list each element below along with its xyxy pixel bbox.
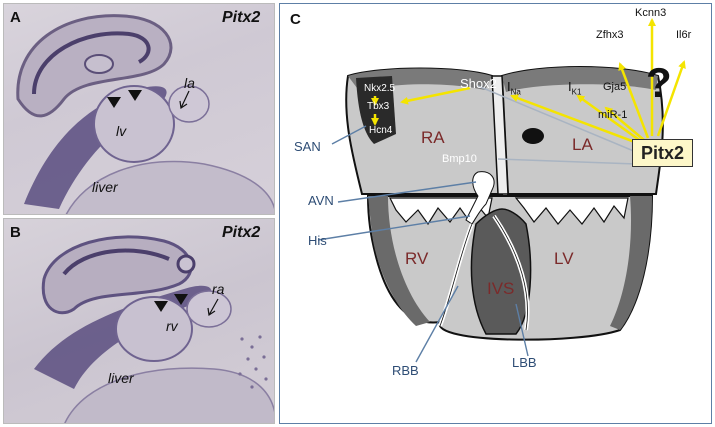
conduction-pointer-lines xyxy=(317,125,529,363)
unknown-targets-question-mark: ? xyxy=(646,59,672,106)
panel-a-liver-region xyxy=(65,160,274,214)
label-his: His xyxy=(308,233,327,248)
panel-a-label-lv: lv xyxy=(116,123,127,139)
label-ik1: IK1 xyxy=(568,79,582,97)
panel-b-label-rv: rv xyxy=(166,318,178,334)
label-zfhx3: Zfhx3 xyxy=(596,29,624,41)
panel-a-brain-stain xyxy=(32,31,151,95)
label-right-atrium: RA xyxy=(421,128,445,147)
mitral-valve-band xyxy=(514,197,629,225)
panel-a-section-image: A Pitx2 la lv liver xyxy=(3,3,275,215)
panel-b-ra-arrow xyxy=(208,298,219,316)
label-tbx3: Tbx3 xyxy=(367,101,390,112)
label-nkx25: Nkx2.5 xyxy=(364,83,396,94)
panel-b-label-liver: liver xyxy=(108,370,134,386)
right-ventricle-wall xyxy=(368,196,430,326)
label-ina: INa xyxy=(507,79,521,97)
panel-a-cavity xyxy=(84,54,114,74)
panel-b-letter: B xyxy=(10,224,21,241)
sinoatrial-node-region xyxy=(356,76,396,144)
panel-b-ventricle xyxy=(115,296,193,362)
label-kcnn3: Kcnn3 xyxy=(635,7,667,19)
panel-c-heart-diagram: C RA LA RV LV IVS SAN AVN His RBB LBB Nk… xyxy=(279,3,712,424)
panel-b-gene-title: Pitx2 xyxy=(222,224,261,241)
panel-a-la-arrow xyxy=(180,90,190,109)
left-atrium-oval xyxy=(522,128,544,144)
panel-b-tissue-drawing xyxy=(34,235,274,423)
panel-c-letter: C xyxy=(290,11,301,28)
label-right-ventricle: RV xyxy=(405,249,429,268)
label-left-ventricle: LV xyxy=(554,249,574,268)
panel-a-gene-title: Pitx2 xyxy=(222,9,261,26)
pitx2-gene-box: Pitx2 xyxy=(632,139,694,167)
panel-b-liver-region xyxy=(64,367,274,423)
gene-pointer-lines xyxy=(477,85,637,165)
interatrial-septum xyxy=(491,75,509,195)
label-rbb: RBB xyxy=(392,363,419,378)
label-avn: AVN xyxy=(308,193,334,208)
panel-b-arrowhead-left xyxy=(154,301,168,312)
panel-b-label-ra: ra xyxy=(212,281,225,297)
label-gja5: Gja5 xyxy=(603,81,627,93)
label-interventricular-septum: IVS xyxy=(487,279,515,298)
left-atrium-roof xyxy=(502,67,658,92)
panel-a-label-liver: liver xyxy=(92,179,118,195)
label-shox2: Shox2 xyxy=(460,76,497,91)
panel-b-arrowhead-right xyxy=(174,294,188,305)
label-left-atrium: LA xyxy=(572,135,593,154)
panel-a-arrowhead-right xyxy=(128,90,142,101)
panel-b-atrium xyxy=(186,290,232,328)
panel-b-dotted-tissue xyxy=(238,335,268,389)
left-ventricle-wall xyxy=(610,196,652,330)
panel-a-letter: A xyxy=(10,9,21,26)
label-lbb: LBB xyxy=(512,355,537,370)
pitx2-target-arrows xyxy=(510,18,686,146)
label-san: SAN xyxy=(294,139,321,154)
panel-a-atrium xyxy=(168,85,210,123)
panel-a-label-la: la xyxy=(184,75,195,91)
label-bmp10: Bmp10 xyxy=(442,153,477,165)
panel-b-section-image: B Pitx2 ra rv liver xyxy=(3,218,275,424)
panel-a-tissue-drawing xyxy=(16,14,274,214)
label-hcn4: Hcn4 xyxy=(369,125,393,136)
panel-b-brain-stain xyxy=(62,248,170,276)
panel-a-arrowhead-left xyxy=(107,97,121,108)
label-il6r: Il6r xyxy=(676,29,692,41)
interventricular-septum xyxy=(470,208,532,335)
panel-b-vessel xyxy=(176,254,196,274)
san-gene-arrows xyxy=(371,86,471,126)
label-mir1: miR-1 xyxy=(598,109,628,121)
panel-c-heart-drawing xyxy=(317,18,686,363)
